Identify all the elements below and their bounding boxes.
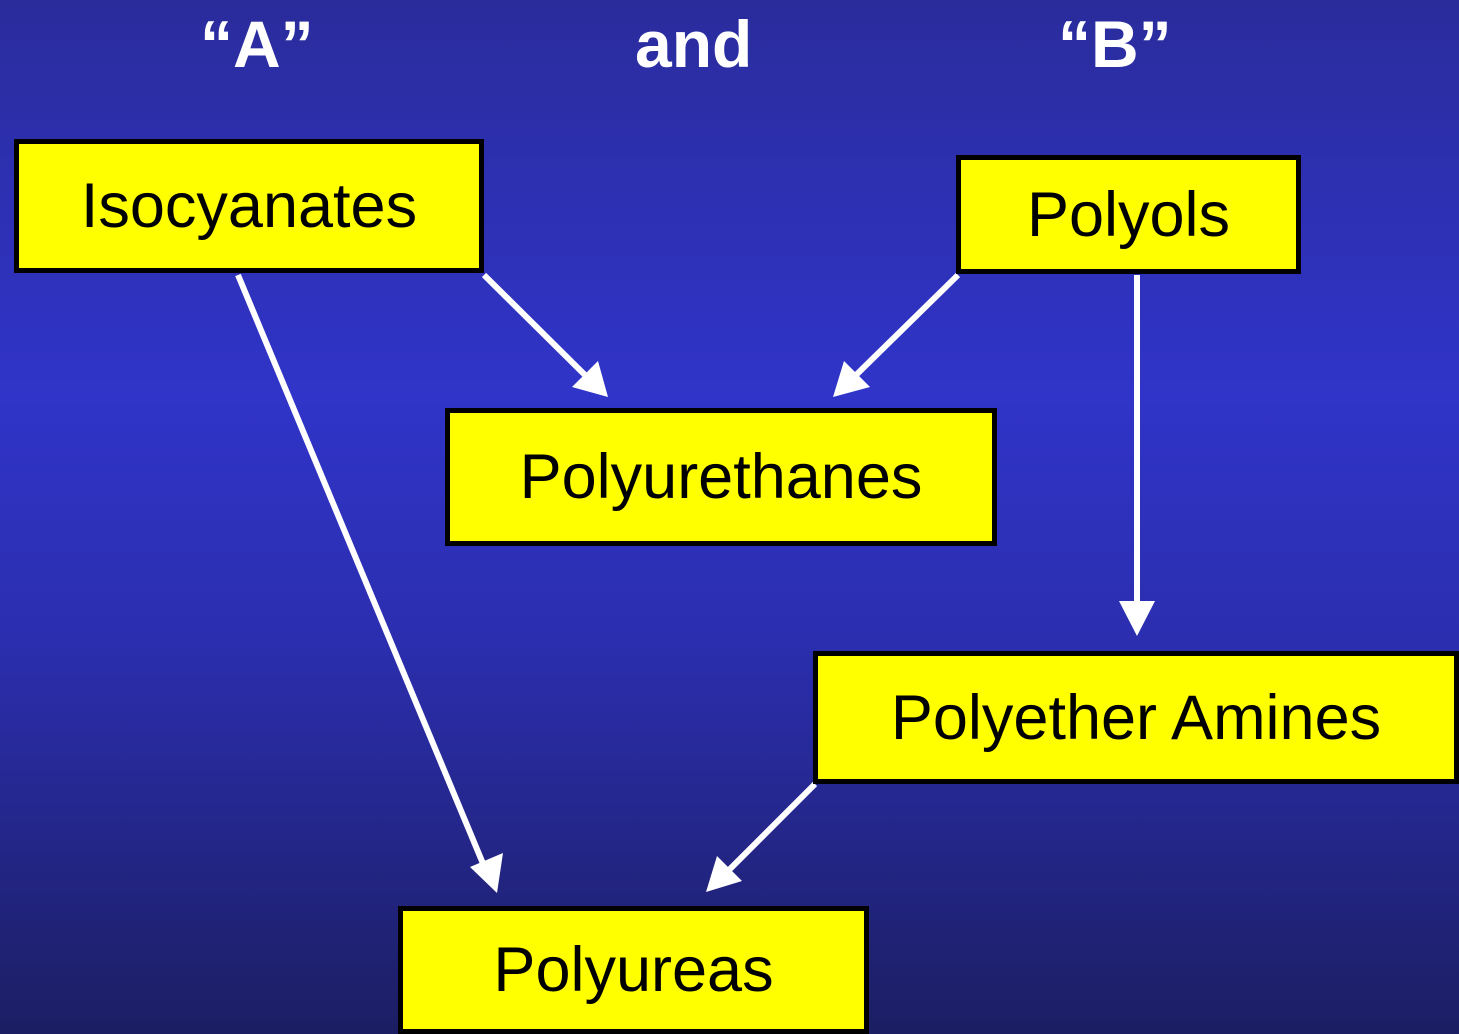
node-polyureas: Polyureas	[398, 906, 869, 1034]
heading-and: and	[635, 7, 753, 81]
arrowhead-isocyanates-to-polyurethanes	[572, 361, 608, 397]
heading-b: “B”	[1058, 7, 1172, 81]
arrow-isocyanates-to-polyureas	[235, 273, 487, 868]
arrow-polyols-to-polyurethanes	[850, 272, 961, 381]
arrowhead-polyols-to-polyether-amines	[1119, 601, 1155, 636]
arrowhead-isocyanates-to-polyureas	[470, 853, 503, 893]
arrowhead-polyols-to-polyurethanes	[833, 361, 870, 397]
node-isocyanates-label: Isocyanates	[80, 171, 418, 241]
arrow-isocyanates-to-polyurethanes	[481, 272, 591, 381]
node-polyols-label: Polyols	[1026, 179, 1231, 250]
arrowhead-polyether-amines-to-polyureas	[706, 856, 742, 892]
node-polyether-amines: Polyether Amines	[813, 651, 1459, 784]
heading-a: “A”	[200, 7, 314, 81]
node-isocyanates: Isocyanates	[14, 139, 484, 273]
arrow-polyether-amines-to-polyureas	[723, 781, 818, 876]
node-polyurethanes-label: Polyurethanes	[519, 442, 923, 512]
node-polyether-amines-label: Polyether Amines	[890, 682, 1382, 753]
node-polyurethanes: Polyurethanes	[445, 408, 997, 546]
node-polyols: Polyols	[956, 155, 1301, 274]
node-polyureas-label: Polyureas	[493, 935, 774, 1005]
